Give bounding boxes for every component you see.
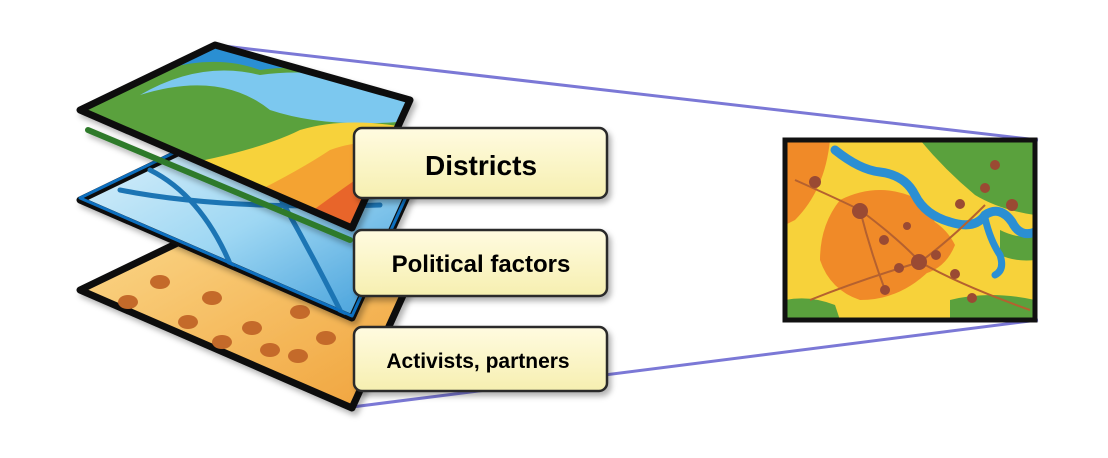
map-thumbnail-location-dots: [809, 160, 1018, 303]
layer-label-political-text: Political factors: [392, 251, 571, 278]
zoom-connector-lines: [214, 43, 1039, 409]
map-thumbnail-icon: [782, 137, 1038, 323]
layer-label-activists-text: Activists, partners: [386, 350, 569, 373]
layer-label-districts-text: Districts: [425, 150, 537, 181]
connector-line-bottom: [351, 318, 1039, 409]
partner-dots: [118, 275, 336, 363]
layer-label-activists: Activists, partners: [352, 325, 609, 393]
layer-label-districts: Districts: [352, 126, 609, 200]
connector-line-top: [214, 43, 1039, 142]
layer-label-political: Political factors: [352, 228, 609, 298]
